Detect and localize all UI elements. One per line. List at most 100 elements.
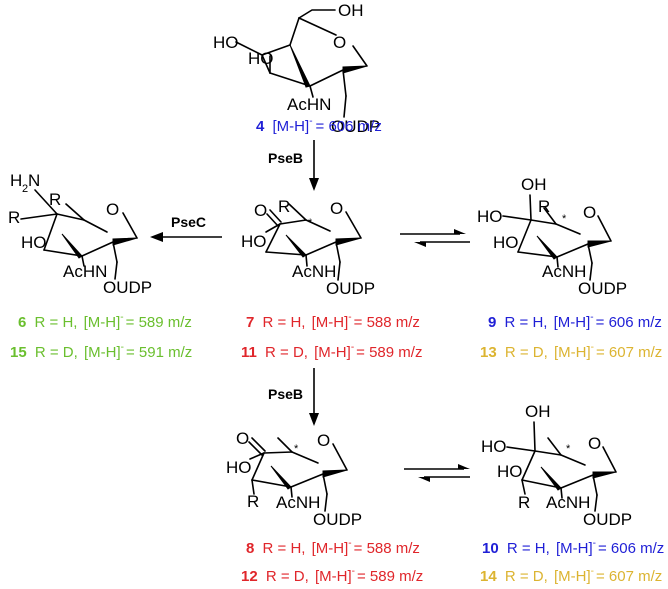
atom-ho: HO xyxy=(481,437,507,456)
atom-h: H xyxy=(10,171,22,190)
ring-oxygen: O xyxy=(317,431,330,450)
stereo-star: * xyxy=(294,443,299,455)
compound-mass-value: = 591 m/z xyxy=(126,344,192,361)
caption-13: 13 R = D, [M-H]-= 607 m/z xyxy=(480,342,662,361)
arrow-pseb-bottom: PseB xyxy=(268,368,319,426)
atom-r: R xyxy=(518,493,530,512)
caption-6: 6 R = H, [M-H]-= 589 m/z xyxy=(18,312,192,331)
ketone-oxygen: O xyxy=(236,429,249,448)
atom-ho: HO xyxy=(226,458,252,477)
arrow-pseb-top: PseB xyxy=(268,140,319,191)
caption-11: 11 R = D, [M-H]-= 589 m/z xyxy=(241,342,422,361)
compound-number: 15 xyxy=(10,344,27,361)
caption-7: 7 R = H, [M-H]-= 588 m/z xyxy=(246,312,420,331)
compound-r-value: R = D, xyxy=(505,344,548,361)
compound-number: 7 xyxy=(246,314,254,331)
caption-14: 14 R = D, [M-H]-= 607 m/z xyxy=(480,566,662,585)
compound-mass-label: [M-H] xyxy=(84,344,121,361)
compound-r-value: R = H, xyxy=(505,314,548,331)
compound-mass-value: = 606 m/z xyxy=(316,118,382,135)
atom-r: R xyxy=(49,190,61,209)
compound-mass-label: [M-H] xyxy=(554,344,591,361)
structure-10: OH HO * O HO R AcNH OUDP xyxy=(481,402,632,529)
structure-4: OH O HO HO AcHN OUDP xyxy=(213,1,380,136)
compound-charge: - xyxy=(309,116,312,127)
atom-oudp: OUDP xyxy=(578,279,627,298)
atom-oudp: OUDP xyxy=(326,279,375,298)
compound-r-value: R = D, xyxy=(35,344,78,361)
compound-mass-value: = 606 m/z xyxy=(596,314,662,331)
compound-number: 11 xyxy=(241,344,257,361)
compound-number: 6 xyxy=(18,314,26,331)
compound-mass-label: [M-H] xyxy=(312,540,349,557)
compound-charge: - xyxy=(121,342,124,353)
compound-mass-value: = 607 m/z xyxy=(596,344,662,361)
compound-number: 10 xyxy=(482,540,499,557)
atom-acnh: AcNH xyxy=(292,262,336,281)
atom-oudp: OUDP xyxy=(313,510,362,529)
atom-oudp: OUDP xyxy=(583,510,632,529)
atom-achn: AcHN xyxy=(287,95,331,114)
compound-charge: - xyxy=(120,312,123,323)
equilibrium-arrows-bottom xyxy=(404,464,470,482)
atom-oudp: OUDP xyxy=(103,278,152,297)
structure-6: H 2 N R R O HO AcHN OUDP xyxy=(8,171,152,297)
ring-oxygen: O xyxy=(330,199,343,218)
atom-ho: HO xyxy=(241,232,267,251)
atom-ho: HO xyxy=(213,33,239,52)
compound-mass-value: = 588 m/z xyxy=(354,540,420,557)
atom-subscript-2: 2 xyxy=(22,183,28,195)
compound-mass-label: [M-H] xyxy=(554,314,591,331)
compound-number: 9 xyxy=(488,314,496,331)
atom-ho: HO xyxy=(477,207,503,226)
atom-ho: HO xyxy=(493,233,519,252)
stereo-star: * xyxy=(308,217,313,229)
compound-number: 14 xyxy=(480,568,497,585)
caption-15: 15 R = D, [M-H]-= 591 m/z xyxy=(10,342,192,361)
compound-mass-label: [M-H] xyxy=(554,568,591,585)
compound-r-value: R = H, xyxy=(35,314,78,331)
atom-acnh: AcNH xyxy=(276,493,320,512)
compound-charge: - xyxy=(593,538,596,549)
atom-ho: HO xyxy=(248,49,274,68)
atom-oh: OH xyxy=(338,1,364,20)
atom-r: R xyxy=(247,492,259,511)
compound-mass-label: [M-H] xyxy=(556,540,593,557)
compound-r-value: R = D, xyxy=(505,568,548,585)
stereo-star: * xyxy=(562,213,567,225)
atom-ho: HO xyxy=(497,462,523,481)
compound-mass-label: [M-H] xyxy=(273,118,310,135)
atom-oh: OH xyxy=(525,402,551,421)
ring-oxygen: O xyxy=(333,33,346,52)
structure-9: OH R HO * O HO AcNH OUDP xyxy=(477,175,627,298)
enzyme-label-pseb: PseB xyxy=(268,386,303,402)
caption-12: 12 R = D, [M-H]-= 589 m/z xyxy=(241,566,423,585)
caption-9: 9 R = H, [M-H]-= 606 m/z xyxy=(488,312,662,331)
structure-7: R O * O HO AcNH OUDP xyxy=(241,197,375,298)
compound-charge: - xyxy=(591,566,594,577)
ketone-oxygen: O xyxy=(254,201,267,220)
caption-8: 8 R = H, [M-H]-= 588 m/z xyxy=(246,538,420,557)
atom-oh: OH xyxy=(521,175,547,194)
equilibrium-arrows-top xyxy=(400,229,470,247)
ring-oxygen: O xyxy=(106,200,119,219)
atom-acnh: AcNH xyxy=(542,262,586,281)
compound-charge: - xyxy=(348,312,351,323)
compound-mass-label: [M-H] xyxy=(315,568,352,585)
compound-mass-value: = 589 m/z xyxy=(126,314,192,331)
atom-achn: AcHN xyxy=(63,262,107,281)
compound-number: 8 xyxy=(246,540,254,557)
compound-charge: - xyxy=(590,312,593,323)
atom-ho: HO xyxy=(21,233,47,252)
compound-number: 12 xyxy=(241,568,258,585)
compound-charge: - xyxy=(352,566,355,577)
compound-r-value: R = H, xyxy=(263,540,306,557)
ring-oxygen: O xyxy=(588,434,601,453)
atom-oudp: OUDP xyxy=(331,117,380,136)
compound-mass-value: = 589 m/z xyxy=(357,568,423,585)
atom-n: N xyxy=(28,171,40,190)
compound-mass-value: = 606 m/z xyxy=(598,540,664,557)
compound-mass-label: [M-H] xyxy=(312,314,349,331)
atom-r: R xyxy=(8,208,20,227)
enzyme-label-psec: PseC xyxy=(171,214,206,230)
